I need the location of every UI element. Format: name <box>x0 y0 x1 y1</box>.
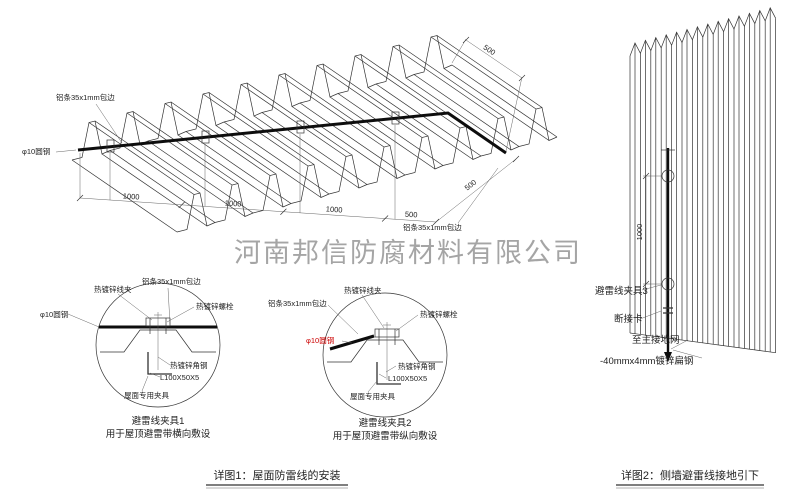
dim-1000-c: 1000 <box>326 204 343 214</box>
detail-2-clamp-legs <box>378 329 396 345</box>
detail-2-label-angle-size: L100X50X5 <box>388 374 427 383</box>
detail-2-bolt <box>383 322 391 380</box>
wall-bottom-edge <box>629 332 776 354</box>
leader-rod <box>55 149 77 153</box>
detail-1-label-bolt: 热镀锌螺栓 <box>196 301 234 311</box>
detail-1-leaders <box>67 287 195 392</box>
leader-strip-bottom <box>457 167 499 224</box>
detail-2-conductor <box>329 334 375 351</box>
detail-1-circle <box>95 282 221 408</box>
wall-dim-1000: 1000 <box>635 224 644 241</box>
label-aluminum-strip-top: 铝条35x1mm包边 <box>56 92 115 102</box>
detail-1-clamp-horizontal: 热镀锌线夹 铝条35x1mm包边 热镀锌螺栓 φ10圆钢 热镀锌角钢 L100X… <box>40 276 234 440</box>
wall-label-to-ground: 至主接地网 <box>632 334 680 346</box>
dim-500-c: 500 <box>482 43 497 57</box>
detail-2-subtitle: 用于屋顶避雷带纵向敷设 <box>333 430 438 442</box>
corrugation-unit <box>290 164 330 204</box>
detail-2-roof-profile <box>327 339 443 363</box>
detail-2-label-clamp: 热镀锌线夹 <box>344 285 382 295</box>
detail-1-label-strip: 铝条35x1mm包边 <box>142 276 201 286</box>
detail-2-label-strip: 铝条35x1mm包边 <box>268 298 327 308</box>
wall-dimension: 1000 <box>635 172 662 288</box>
detail-2-leaders <box>327 294 419 393</box>
detail-2-label-fixture: 屋面专用夹具 <box>350 391 395 401</box>
corrugation-unit <box>404 135 444 176</box>
wall-label-flat-steel: -40mmx4mm镀锌扁钢 <box>600 355 693 367</box>
detail-2-angle-steel <box>376 362 401 385</box>
roof-right-edge <box>451 64 558 138</box>
roof-dimension-line: 1000 1000 1000 500 500 <box>76 155 520 226</box>
label-round-steel: φ10圆钢 <box>22 146 50 156</box>
wall-rib-lines-valley <box>629 18 776 353</box>
detail-1-title: 避雷线夹具1 <box>132 415 185 427</box>
clamp-symbol <box>391 111 400 125</box>
figure-captions: 详图1：屋面防雷线的安装 详图2：侧墙避雷线接地引下 <box>206 468 764 489</box>
disconnect-card-symbol <box>663 307 673 314</box>
detail-1-label-rod: φ10圆钢 <box>40 309 68 319</box>
caption-fig2: 详图2：侧墙避雷线接地引下 <box>621 468 759 482</box>
dimension-extension-lines <box>79 125 396 219</box>
dim-1000-b: 1000 <box>225 198 242 208</box>
detail-1-angle-steel <box>147 352 172 375</box>
caption-fig1: 详图1：屋面防雷线的安装 <box>213 468 340 482</box>
detail-2-label-rod: φ10圆钢 <box>306 335 334 345</box>
detail-2-label-angle: 热镀锌角钢 <box>398 361 436 371</box>
clamp-symbol <box>106 139 115 153</box>
detail-2-circle <box>322 292 448 418</box>
detail-1-label-angle-size: L100X50X5 <box>160 373 199 382</box>
corrugation-unit <box>328 154 368 195</box>
wall-leaders <box>639 284 703 359</box>
lightning-belt-conductor <box>77 111 507 155</box>
wall-label-clamp3: 避雷线夹具3 <box>595 285 648 297</box>
dim-1000-a: 1000 <box>123 191 140 201</box>
roof-top-right-dimension: 500 <box>451 36 526 152</box>
detail-1-bolt <box>154 312 162 370</box>
wall-label-disconnect: 断接卡 <box>614 313 643 325</box>
detail-2-label-bolt: 热镀锌螺栓 <box>420 309 458 319</box>
detail-1-subtitle: 用于屋顶避雷带横向敷设 <box>106 428 211 440</box>
wall-rib-lines-peak <box>634 7 771 352</box>
detail-1-label-angle: 热镀锌角钢 <box>170 360 208 370</box>
conductor-clamps <box>106 111 400 153</box>
company-watermark: 河南邦信防腐材料有限公司 <box>234 238 582 268</box>
detail-2-clamp-vertical: 铝条35x1mm包边 热镀锌线夹 热镀锌螺栓 φ10圆钢 热镀锌角钢 L100X… <box>268 285 458 442</box>
roof-isometric-drawing: 1000 1000 1000 500 500 500 铝条35x1mm包边 φ1… <box>22 35 558 233</box>
clamp-symbol <box>201 130 210 144</box>
roof-corrugation-back <box>176 107 558 233</box>
ground-arrow <box>664 352 672 362</box>
corrugation-unit <box>518 107 558 147</box>
side-wall-drawing: 1000 避雷线夹具3 断接卡 至主接地网 -40mmx4mm镀锌扁钢 <box>595 7 776 367</box>
corrugation-unit <box>252 173 292 214</box>
detail-1-clamp-legs <box>149 318 167 334</box>
dim-500-a: 500 <box>405 210 418 220</box>
label-aluminum-strip-bottom: 铝条35x1mm包边 <box>403 222 462 232</box>
corrugation-unit <box>176 192 216 233</box>
detail-2-title: 避雷线夹具2 <box>359 417 412 429</box>
dim-500-b: 500 <box>463 178 478 193</box>
corrugation-unit <box>366 145 406 185</box>
detail-1-label-clamp: 热镀锌线夹 <box>94 284 132 294</box>
detail-1-label-fixture: 屋面专用夹具 <box>124 390 169 400</box>
leader-strip-top <box>95 103 123 144</box>
clamp-symbol <box>296 120 305 134</box>
